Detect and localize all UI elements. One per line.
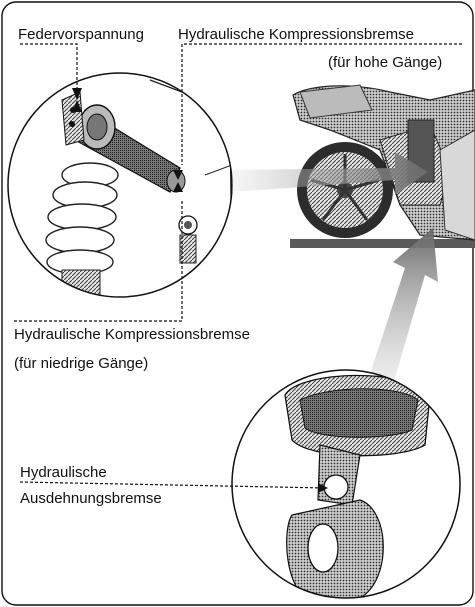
label-compression-low-note: (für niedrige Gänge): [14, 355, 148, 372]
label-compression-high-note: (für hohe Gänge): [328, 54, 442, 71]
shock-absorber-detail: [8, 73, 240, 300]
rebound-detail: [232, 370, 460, 600]
label-compression-low: Hydraulische Kompressionsbremse: [14, 326, 250, 343]
label-rebound-line2: Ausdehnungsbremse: [20, 490, 162, 507]
label-spring-preload: Federvorspannung: [18, 26, 144, 43]
label-rebound: Hydraulische: [20, 464, 107, 481]
label-compression-high: Hydraulische Kompressionsbremse: [178, 26, 414, 43]
motorcycle-illustration: [290, 85, 475, 248]
pointer-arrow-bottom: [368, 228, 438, 388]
